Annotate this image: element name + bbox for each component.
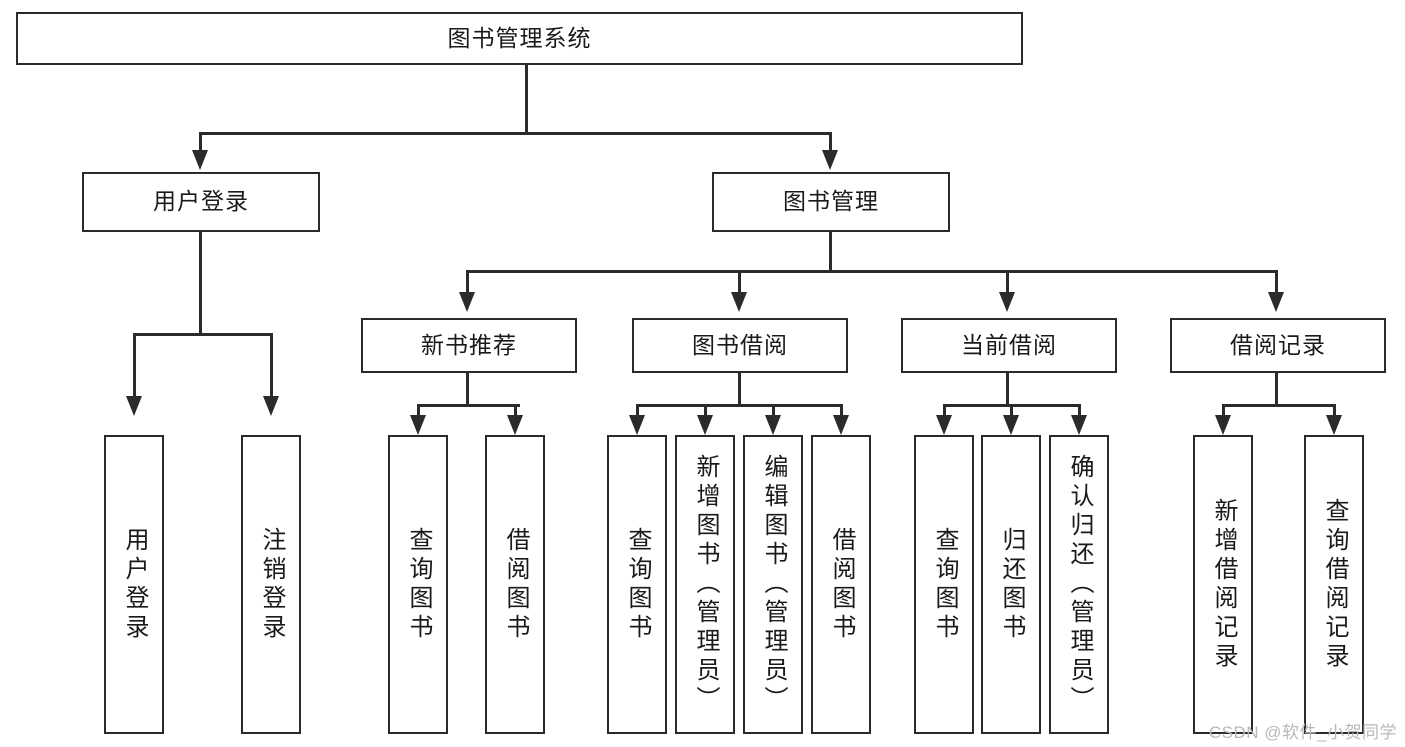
arrowhead-current-borrow [999,292,1015,312]
node-label: 新增图书（管理员） [692,454,719,715]
connector-current-borrow-stem [1006,373,1009,405]
connector-book-borrow-stem [738,373,741,405]
leaf-current-borrow-2[interactable]: 确认归还（管理员） [1049,435,1109,734]
leaf-new-book-recommend-1[interactable]: 借阅图书 [485,435,545,734]
arrowhead-to-user-login [192,150,208,170]
arrowhead-borrow-record-leaf-1 [1326,415,1342,435]
node-borrow-record[interactable]: 借阅记录 [1170,318,1386,373]
connector-book-borrow-to-leaf-2 [772,404,775,422]
arrowhead-book-borrow-leaf-2 [765,415,781,435]
node-label: 新书推荐 [421,331,517,358]
connector-borrow-record-to-leaf-1 [1333,404,1336,422]
leaf-current-borrow-0[interactable]: 查询图书 [914,435,974,734]
connector-root-fanbar [199,132,831,135]
arrowhead-book-borrow-leaf-0 [629,415,645,435]
connector-book-management-stem [829,232,832,272]
node-label: 查询借阅记录 [1321,497,1348,672]
connector-book-borrow-to-leaf-3 [840,404,843,422]
leaf-borrow-record-0[interactable]: 新增借阅记录 [1193,435,1253,734]
connector-borrow-record-to-leaf-0 [1222,404,1225,422]
arrowhead-to-book-management [822,150,838,170]
node-book-management[interactable]: 图书管理 [712,172,950,232]
node-label: 图书借阅 [692,331,788,358]
leaf-book-borrow-0[interactable]: 查询图书 [607,435,667,734]
arrowhead-current-borrow-leaf-0 [936,415,952,435]
arrowhead-borrow-record-leaf-0 [1215,415,1231,435]
node-label: 注销登录 [258,526,285,643]
csdn-watermark: CSDN @软件_小贺同学 [1208,723,1397,742]
node-label: 图书管理系统 [447,24,592,51]
leaf-current-borrow-1[interactable]: 归还图书 [981,435,1041,734]
arrowhead-new-book-recommend [459,292,475,312]
leaf-book-borrow-2[interactable]: 编辑图书（管理员） [743,435,803,734]
leaf-borrow-record-1[interactable]: 查询借阅记录 [1304,435,1364,734]
node-label: 归还图书 [998,526,1025,643]
connector-root-to-user-login [199,132,202,156]
node-new-book-recommend[interactable]: 新书推荐 [361,318,577,373]
connector-root-stem [525,65,528,133]
connector-user-login-fanbar [133,333,273,336]
node-label: 查询图书 [405,526,432,643]
connector-new-book-to-leaf-1 [514,404,517,422]
leaf-new-book-recommend-0[interactable]: 查询图书 [388,435,448,734]
node-book-borrow[interactable]: 图书借阅 [632,318,848,373]
leaf-user-login-1[interactable]: 注销登录 [241,435,301,734]
connector-book-borrow-to-leaf-0 [636,404,639,422]
leaf-user-login-0[interactable]: 用户登录 [104,435,164,734]
node-label: 编辑图书（管理员） [760,454,787,715]
connector-user-login-stem [199,232,202,334]
connector-new-book-stem [466,373,469,405]
arrowhead-user-login-leaf-0 [126,396,142,416]
connector-borrow-record-fanbar [1222,404,1336,407]
connector-book-management-fanbar [466,270,1277,273]
connector-user-login-to-leaf-0 [133,333,136,401]
connector-book-borrow-fanbar [636,404,843,407]
node-label: 新增借阅记录 [1210,497,1237,672]
connector-current-borrow-to-leaf-2 [1078,404,1081,422]
node-label: 用户登录 [121,526,148,643]
node-label: 用户登录 [153,188,249,215]
node-label: 借阅图书 [828,526,855,643]
connector-current-borrow-to-leaf-1 [1010,404,1013,422]
connector-bm-to-new-book [466,270,469,298]
node-root-book-management-system[interactable]: 图书管理系统 [16,12,1023,65]
node-label: 查询图书 [624,526,651,643]
node-label: 确认归还（管理员） [1066,454,1093,715]
node-label: 借阅记录 [1230,331,1326,358]
arrowhead-current-borrow-leaf-1 [1003,415,1019,435]
connector-book-borrow-to-leaf-1 [704,404,707,422]
arrowhead-new-book-leaf-0 [410,415,426,435]
arrowhead-current-borrow-leaf-2 [1071,415,1087,435]
arrowhead-borrow-record [1268,292,1284,312]
node-label: 查询图书 [931,526,958,643]
connector-bm-to-current-borrow [1006,270,1009,298]
arrowhead-book-borrow [731,292,747,312]
connector-current-borrow-to-leaf-0 [943,404,946,422]
node-current-borrow[interactable]: 当前借阅 [901,318,1117,373]
connector-root-to-book-management [829,132,832,156]
connector-new-book-fanbar [417,404,520,407]
arrowhead-new-book-leaf-1 [507,415,523,435]
connector-new-book-to-leaf-0 [417,404,420,422]
connector-bm-to-borrow-record [1275,270,1278,298]
leaf-book-borrow-1[interactable]: 新增图书（管理员） [675,435,735,734]
arrowhead-user-login-leaf-1 [263,396,279,416]
connector-borrow-record-stem [1275,373,1278,405]
node-label: 借阅图书 [502,526,529,643]
connector-user-login-to-leaf-1 [270,333,273,401]
connector-bm-to-book-borrow [738,270,741,298]
node-label: 当前借阅 [961,331,1057,358]
node-user-login[interactable]: 用户登录 [82,172,320,232]
leaf-book-borrow-3[interactable]: 借阅图书 [811,435,871,734]
arrowhead-book-borrow-leaf-1 [697,415,713,435]
arrowhead-book-borrow-leaf-3 [833,415,849,435]
node-label: 图书管理 [783,188,879,215]
